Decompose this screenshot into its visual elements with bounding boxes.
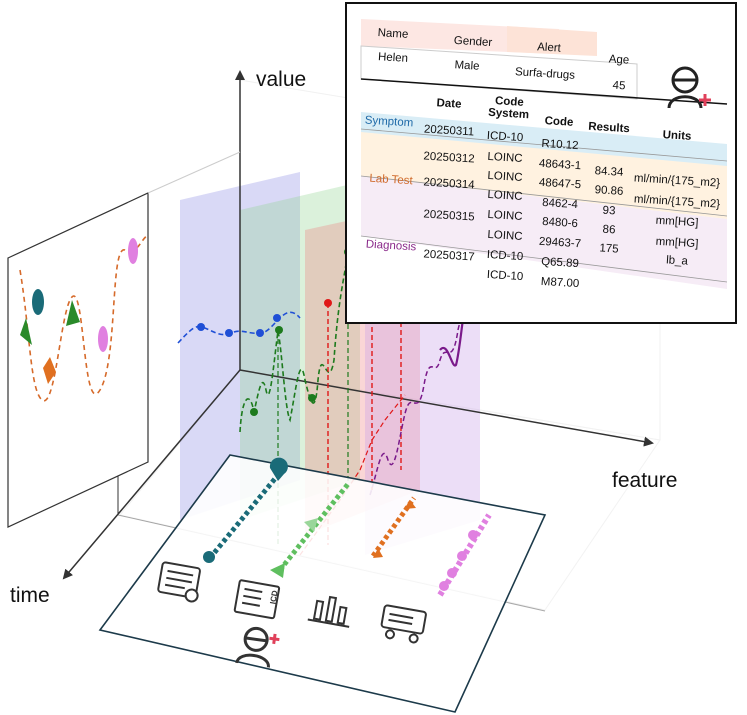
row-5-system: LOINC — [487, 208, 523, 224]
lab-point — [275, 326, 283, 334]
feature-axis-label: feature — [612, 469, 677, 492]
records-table-icon — [157, 561, 201, 603]
age-header: Age — [608, 53, 630, 67]
lab-point — [308, 394, 316, 402]
row-4-system: LOINC — [487, 188, 523, 204]
teal-ellipse-marker — [32, 289, 44, 315]
teal-base-marker — [203, 551, 215, 563]
row-4-result: 93 — [602, 204, 616, 218]
row-4-unit: mm[HG] — [655, 214, 699, 230]
record-panel-decor — [360, 19, 728, 289]
time-axis — [62, 369, 241, 580]
symptom-trajectory — [177, 311, 301, 344]
units-column-header: Units — [662, 129, 692, 143]
row-7-system: ICD-10 — [486, 248, 524, 264]
pink-ellipse-marker — [98, 326, 108, 352]
code-system-column-header: Code System — [487, 95, 530, 122]
symptom-point — [197, 323, 205, 331]
row-3-result: 90.86 — [594, 184, 624, 198]
name-value: Helen — [377, 51, 409, 65]
row-1-code: R10.12 — [541, 137, 579, 153]
patient-logo-icon — [235, 626, 280, 668]
symptom-point — [256, 329, 264, 337]
row-3-code: 48647-5 — [538, 176, 582, 192]
row-8-code: M87.00 — [540, 275, 580, 291]
name-header: Name — [377, 27, 409, 41]
diagnosis-point — [324, 299, 332, 307]
row-1-system: ICD-10 — [486, 129, 524, 145]
patient-profile-icon — [667, 66, 711, 109]
medication-cart-icon — [380, 604, 427, 644]
row-6-system: LOINC — [487, 228, 523, 244]
gender-value: Male — [454, 59, 480, 73]
row-3-system: LOINC — [487, 169, 523, 185]
row-4-code: 8462-4 — [541, 196, 579, 212]
row-8-system: ICD-10 — [486, 268, 524, 284]
icd-document-icon: ICD — [233, 579, 281, 620]
left-trajectory-panel — [7, 192, 149, 528]
lab-point — [250, 408, 258, 416]
alert-header: Alert — [536, 41, 562, 55]
lab-category-label: Lab Test — [369, 172, 413, 188]
orange-star-marker — [373, 548, 383, 558]
green-triangle-marker — [20, 318, 32, 345]
bottom-floor-panel: ICD — [98, 454, 547, 713]
row-2-code: 48643-1 — [538, 157, 582, 173]
row-7-code: Q65.89 — [540, 255, 580, 271]
row-5-result: 86 — [602, 223, 616, 237]
lab-plane — [240, 182, 360, 520]
row-6-code: 29463-7 — [538, 235, 582, 251]
symptom-point — [273, 314, 281, 322]
row-2-system: LOINC — [487, 150, 523, 166]
value-axis-label: value — [256, 68, 306, 91]
row-6-result: 175 — [599, 242, 619, 256]
date-column-header: Date — [436, 97, 462, 111]
row-5-unit: mm[HG] — [655, 235, 699, 251]
gender-header: Gender — [453, 34, 493, 50]
symptom-point — [225, 329, 233, 337]
left-panel-connector — [147, 151, 241, 194]
orange-diamond-marker — [43, 357, 56, 384]
pink-ellipse-marker-2 — [128, 238, 138, 264]
teal-pin-marker — [269, 457, 288, 481]
green-base-marker — [270, 563, 285, 578]
patient-record-panel: Name Gender Alert Age Helen Male Surfa-d… — [345, 2, 737, 324]
age-value: 45 — [612, 79, 626, 93]
green-triangle-marker-2 — [66, 300, 80, 326]
left-trajectory-line — [19, 234, 149, 402]
orange-star-marker-2 — [404, 500, 416, 509]
time-axis-label: time — [10, 584, 50, 607]
row-5-code: 8480-6 — [541, 215, 579, 231]
lab-equipment-icon — [307, 595, 350, 628]
row-2-result: 84.34 — [594, 165, 624, 179]
code-column-header: Code — [544, 115, 574, 129]
results-column-header: Results — [587, 120, 631, 136]
icd-text: ICD — [268, 589, 279, 604]
row-6-unit: lb_a — [665, 254, 689, 268]
feature-axis — [239, 369, 654, 447]
